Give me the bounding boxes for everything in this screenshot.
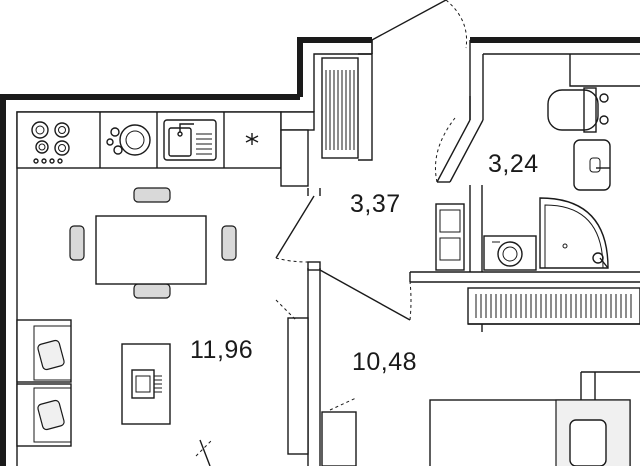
walls (0, 37, 640, 466)
coffee-table (121, 343, 171, 425)
asterisk-icon (245, 133, 259, 145)
sofa (16, 319, 72, 447)
living-kitchen-area-label: 11,96 (190, 336, 253, 364)
bathroom-shelf (435, 203, 465, 271)
hallway-area-label: 3,37 (350, 190, 401, 218)
hallway-wardrobe (321, 53, 373, 161)
tv-cabinet (195, 299, 309, 466)
washing-machine-icon (483, 235, 537, 271)
hallway-walls (275, 40, 484, 321)
toilet-icon (547, 87, 609, 133)
bathroom-area-label: 3,24 (488, 150, 539, 178)
bedroom-desk (321, 397, 357, 466)
bedroom-wardrobe (467, 287, 640, 332)
entrance-door (371, 0, 468, 54)
shower-icon (539, 197, 609, 269)
bed (429, 399, 631, 466)
hob-icon (31, 121, 70, 164)
washbasin-icon (573, 139, 611, 191)
bedroom-area-label: 10,48 (352, 348, 417, 376)
dining-table (69, 187, 237, 299)
sink-icon (163, 119, 217, 161)
dishwasher-icon (106, 124, 151, 156)
